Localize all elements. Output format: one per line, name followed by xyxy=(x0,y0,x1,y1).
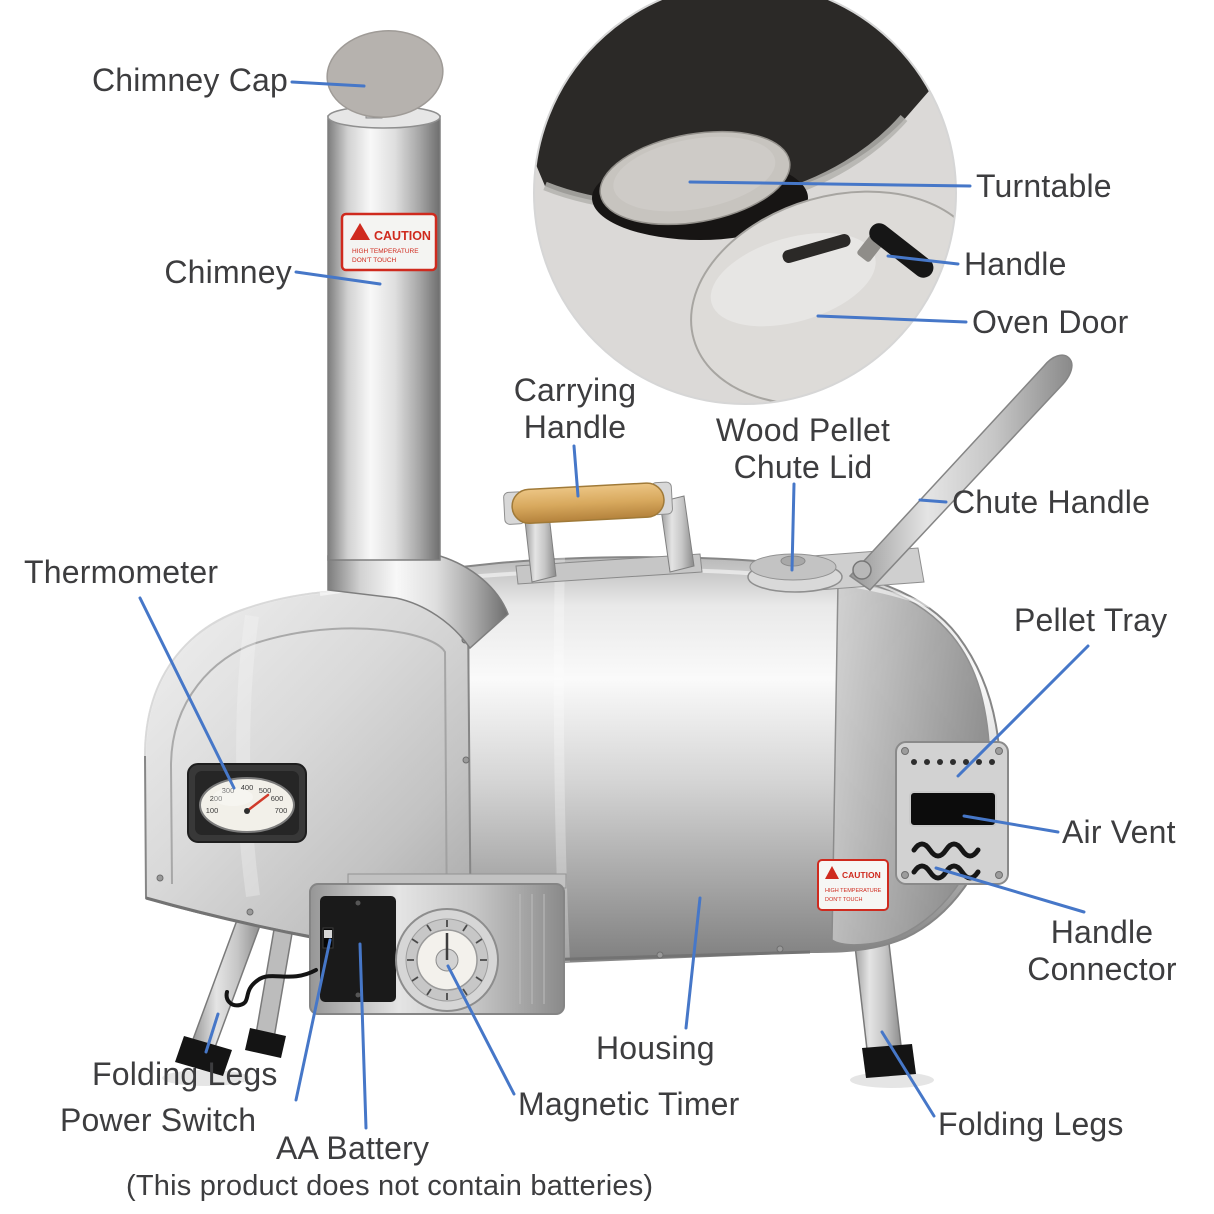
leader-oven-door xyxy=(816,314,968,324)
leader-air-vent xyxy=(962,814,1060,834)
label-handle: Handle xyxy=(964,246,1067,282)
leader-turntable xyxy=(688,180,972,188)
label-magnetic-timer: Magnetic Timer xyxy=(518,1086,740,1122)
leader-aa-battery xyxy=(358,942,368,1130)
timer-dial xyxy=(395,908,499,1012)
label-chimney: Chimney xyxy=(164,254,292,290)
leader-chimney xyxy=(294,270,382,286)
left-foot-cap xyxy=(175,1036,232,1076)
thermometer-scale-number: 400 xyxy=(241,783,254,792)
label-wood-pellet-chute-lid: Wood Pellet Chute Lid xyxy=(715,412,891,485)
chimney-elbow xyxy=(327,555,509,650)
air-vent-slot xyxy=(909,791,997,827)
carrying-handle-part xyxy=(503,481,703,585)
warning-triangle-icon xyxy=(350,223,370,240)
leader-handle xyxy=(886,254,960,266)
turntable-part xyxy=(599,130,791,226)
leader-chimney-cap xyxy=(290,80,366,88)
chimney-cap-part xyxy=(326,30,444,118)
chimney-part: CAUTION HIGH TEMPERATURE DON'T TOUCH xyxy=(326,30,509,650)
pellet-chute-part xyxy=(747,354,1073,593)
leader-pellet-tray xyxy=(956,644,1090,778)
leader-thermometer xyxy=(138,596,236,790)
label-chute-handle: Chute Handle xyxy=(952,484,1151,520)
gauge-needle xyxy=(245,793,270,813)
label-folding-legs-left: Folding Legs xyxy=(92,1056,278,1092)
leader-housing xyxy=(684,896,702,1030)
caution-text: CAUTION xyxy=(374,229,431,243)
wooden-grip xyxy=(511,482,665,525)
leader-carrying-handle xyxy=(572,444,580,498)
air-vent-panel xyxy=(895,741,1009,885)
battery-compartment xyxy=(320,896,396,1002)
leader-lines xyxy=(138,80,1090,1130)
label-handle-connector: Handle Connector xyxy=(1027,914,1177,987)
label-battery-note: (This product does not contain batteries… xyxy=(126,1170,654,1202)
label-housing: Housing xyxy=(596,1030,715,1066)
label-carrying-handle: Carrying Handle xyxy=(513,372,637,445)
caution-text: CAUTION xyxy=(842,870,881,880)
leader-folding-legs-right xyxy=(880,1030,936,1118)
power-cord xyxy=(224,968,318,1008)
label-oven-door: Oven Door xyxy=(972,304,1129,340)
label-folding-legs-right: Folding Legs xyxy=(938,1106,1124,1142)
thermometer-scale-number: 700 xyxy=(275,806,288,815)
thermometer-scale-number: 600 xyxy=(271,794,284,803)
label-thermometer: Thermometer xyxy=(24,554,219,590)
label-air-vent: Air Vent xyxy=(1062,814,1176,850)
label-pellet-tray: Pellet Tray xyxy=(1014,602,1168,638)
gauge-face xyxy=(199,777,295,833)
thermometer-scale-number: 100 xyxy=(206,806,219,815)
thermometer-scale-number: 500 xyxy=(259,786,272,795)
label-turntable: Turntable xyxy=(976,168,1112,204)
leader-power-switch xyxy=(294,938,332,1102)
caution-subtext: HIGH TEMPERATURE xyxy=(825,888,882,894)
leader-chute-handle xyxy=(918,498,948,504)
caution-subtext: HIGH TEMPERATURE xyxy=(352,248,419,255)
leader-handle-connector xyxy=(934,866,1086,914)
thermometer-part: 100 200 300 400 500 600 700 xyxy=(187,763,307,843)
leader-magnetic-timer xyxy=(446,964,516,1096)
thermometer-scale-number: 300 xyxy=(222,786,235,795)
chimney-tube xyxy=(327,115,441,561)
leader-folding-legs-left xyxy=(204,1012,220,1054)
caution-subtext: DON'T TOUCH xyxy=(352,257,397,264)
caution-sticker-chimney: CAUTION HIGH TEMPERATURE DON'T TOUCH xyxy=(340,212,438,272)
caution-subtext: DON'T TOUCH xyxy=(825,897,862,903)
inset-circle-border xyxy=(533,0,957,405)
warning-triangle-icon xyxy=(825,866,839,879)
door-handle-part xyxy=(857,223,934,278)
chute-handle-arm xyxy=(848,354,1073,591)
leader-chute-lid xyxy=(790,482,796,572)
label-power-switch: Power Switch xyxy=(60,1102,257,1138)
label-chimney-cap: Chimney Cap xyxy=(91,62,288,98)
right-foot-cap xyxy=(862,1044,916,1078)
label-aa-battery: AA Battery xyxy=(276,1130,430,1166)
magnetic-timer-part xyxy=(224,873,567,1015)
handle-connector-part xyxy=(911,841,981,859)
caution-sticker-body: CAUTION HIGH TEMPERATURE DON'T TOUCH xyxy=(817,859,889,911)
thermometer-scale-number: 200 xyxy=(210,794,223,803)
